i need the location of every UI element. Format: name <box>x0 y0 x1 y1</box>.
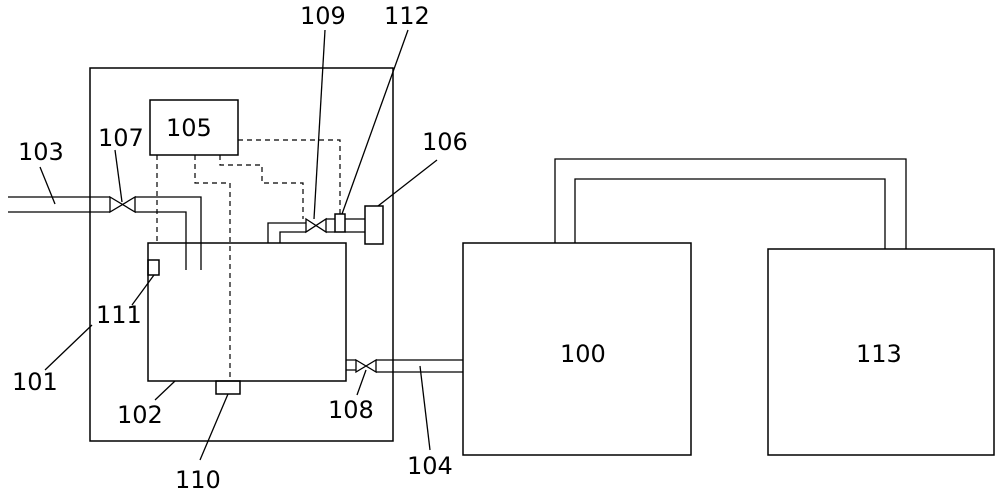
label-108: 108 <box>328 396 374 424</box>
leader-103 <box>39 166 56 205</box>
vent-pipe <box>267 222 306 243</box>
inlet-pipe-103 <box>8 196 110 213</box>
label-113: 113 <box>856 340 902 368</box>
sensor-110 <box>215 380 241 395</box>
label-109: 109 <box>300 2 346 30</box>
leader-110 <box>199 393 229 461</box>
outlet-pipe-internal <box>346 359 356 371</box>
label-107: 107 <box>98 124 144 152</box>
leader-108 <box>356 369 367 396</box>
label-101: 101 <box>12 368 58 396</box>
leader-104 <box>419 365 431 451</box>
box-113 <box>767 248 995 456</box>
label-102: 102 <box>117 401 163 429</box>
label-100: 100 <box>560 340 606 368</box>
controller-105 <box>149 99 239 156</box>
leader-112 <box>341 29 409 215</box>
vent-pipe-2 <box>326 218 335 233</box>
component-112 <box>334 213 346 233</box>
inlet-pipe-internal <box>135 196 202 270</box>
label-105: 105 <box>166 114 212 142</box>
leader-111 <box>131 274 155 306</box>
tank-102 <box>147 242 347 382</box>
valve-107 <box>109 195 136 214</box>
sensor-111 <box>147 259 160 276</box>
label-112: 112 <box>384 2 430 30</box>
signal-line-112 <box>238 139 341 214</box>
connecting-pipe-outer <box>554 158 907 249</box>
leader-106 <box>377 159 438 207</box>
leader-101 <box>44 324 93 371</box>
signal-line-109 <box>219 155 304 219</box>
leader-109 <box>313 29 326 220</box>
outlet-pipe-104 <box>376 359 463 373</box>
housing-101 <box>89 67 394 442</box>
valve-109 <box>305 217 327 234</box>
connecting-pipe-inner <box>574 178 886 249</box>
label-106: 106 <box>422 128 468 156</box>
leader-107 <box>114 149 123 203</box>
signal-line-to-110 <box>194 155 231 381</box>
label-104: 104 <box>407 452 453 480</box>
box-100 <box>462 242 692 456</box>
label-111: 111 <box>96 301 142 329</box>
label-110: 110 <box>175 466 221 494</box>
vent-pipe-3 <box>345 218 365 233</box>
label-103: 103 <box>18 138 64 166</box>
component-106 <box>364 205 384 245</box>
leader-102 <box>154 380 176 401</box>
